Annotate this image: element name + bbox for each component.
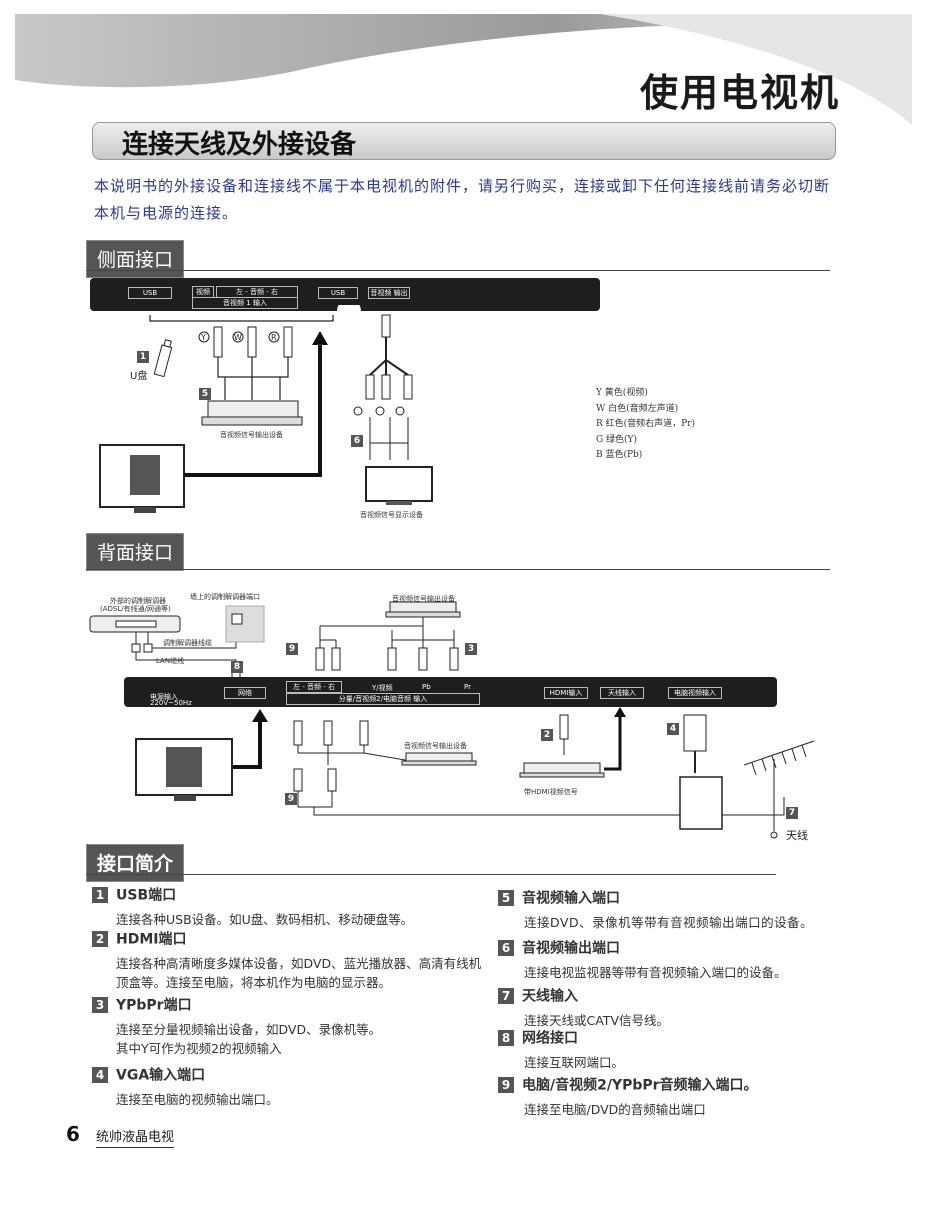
intro-paragraph: 本说明书的外接设备和连接线不属于本电视机的附件，请另行购买，连接或卸下任何连接线… — [94, 177, 831, 222]
hdmi-input-port: HDMI输入 — [544, 687, 588, 699]
network-port: 网络 — [224, 687, 266, 699]
item-antenna: 7 天线输入 连接天线或CATV信号线。 — [498, 985, 878, 1030]
header-swoosh — [15, 14, 912, 125]
item-number: 6 — [498, 939, 514, 956]
power-sub-label: 220V~50Hz — [150, 699, 192, 707]
item-title: 天线输入 — [522, 988, 578, 1005]
av-out-device-mid-label: 音视频信号输出设备 — [404, 742, 467, 750]
item-number: 3 — [92, 996, 108, 1013]
modem-cable-label: 调制解调器线缆 — [163, 639, 212, 647]
legend-w: W 白色(音频左声道) — [596, 403, 679, 414]
antenna-label: 天线 — [786, 829, 808, 842]
item-av-out: 6 音视频输出端口 连接电视监视器等带有音视频输入端口的设备。 — [498, 937, 878, 982]
callout-8: 8 — [231, 661, 243, 673]
item-title: 音视频输入端口 — [522, 890, 620, 907]
item-title: 音视频输出端口 — [522, 940, 620, 957]
item-pc-audio: 9 电脑/音视频2/YPbPr音频输入端口。 连接至电脑/DVD的音频输出端口 — [498, 1074, 878, 1119]
page-number: 6 — [66, 1122, 80, 1146]
component-input-label: 分量/音视频2/电脑音频 输入 — [286, 693, 480, 705]
item-number: 5 — [498, 889, 514, 906]
pb-label: Pb — [422, 683, 431, 691]
item-desc: 连接天线或CATV信号线。 — [524, 1012, 669, 1028]
legend-y: Y 黄色(视频) — [596, 388, 648, 398]
ext-modem-label: 外部的调制解调器 — [110, 597, 166, 605]
item-title: YPbPr端口 — [116, 997, 192, 1014]
divider — [86, 874, 776, 875]
item-number: 9 — [498, 1076, 514, 1093]
display-device-label: 音视频信号显示设备 — [360, 511, 423, 519]
callout-9: 9 — [286, 643, 298, 655]
section-title-bar — [92, 122, 836, 160]
antenna-input-port: 天线输入 — [600, 687, 644, 699]
page-title: 使用电视机 — [639, 71, 840, 115]
back-bottom-diagram — [135, 707, 815, 839]
section-title: 连接天线及外接设备 — [122, 130, 357, 160]
y-video-label: Y/视频 — [372, 684, 393, 692]
side-connection-diagram: Y W R — [99, 305, 433, 513]
callout-3: 3 — [465, 643, 477, 655]
legend-g: G 绿色(Y) — [596, 434, 638, 445]
callout-9b: 9 — [285, 793, 297, 805]
item-desc-2: 其中Y可作为视频2的视频输入 — [116, 1040, 282, 1056]
callout-7: 7 — [786, 807, 798, 819]
port-intro-heading: 接口简介 — [86, 844, 185, 882]
pr-label: Pr — [464, 683, 471, 691]
item-number: 7 — [498, 987, 514, 1004]
item-title: VGA输入端口 — [116, 1067, 206, 1084]
usb-port-2: USB — [318, 287, 358, 299]
callout-2: 2 — [541, 729, 553, 741]
item-desc: 连接各种USB设备。如U盘、数码相机、移动硬盘等。 — [116, 911, 414, 927]
divider — [86, 569, 830, 570]
item-title: HDMI端口 — [116, 931, 187, 948]
item-network: 8 网络接口 连接互联网端口。 — [498, 1027, 878, 1072]
item-number: 8 — [498, 1029, 514, 1046]
item-usb: 1 USB端口 连接各种USB设备。如U盘、数码相机、移动硬盘等。 — [92, 884, 482, 929]
side-ports-heading: 侧面接口 — [86, 240, 185, 278]
item-desc: 连接互联网端口。 — [524, 1054, 625, 1070]
item-desc: 连接电视监视器等带有音视频输入端口的设备。 — [524, 964, 787, 980]
wall-port-label: 墙上的调制解调器端口 — [190, 593, 260, 601]
plug-w-letter: W — [234, 333, 242, 342]
item-desc: 连接各种高清晰度多媒体设备，如DVD、蓝光播放器、高清有线机顶盒等。连接至电脑，… — [116, 955, 482, 990]
divider — [86, 270, 830, 271]
usb-port-1: USB — [128, 287, 172, 299]
udisk-label: U盘 — [130, 371, 148, 382]
back-top-diagram — [89, 601, 461, 680]
ext-modem-sub-label: (ADSL/有线通/网通等) — [100, 605, 171, 613]
item-number: 2 — [92, 930, 108, 947]
pc-video-input-port: 电脑视频输入 — [668, 687, 722, 699]
power-label: 电源输入 — [150, 693, 178, 701]
plug-y-letter: Y — [200, 333, 206, 342]
back-ports-heading: 背面接口 — [86, 533, 185, 571]
callout-1: 1 — [137, 351, 149, 363]
item-title: USB端口 — [116, 887, 177, 904]
av1-input-label: 音视频 1 输入 — [192, 297, 298, 309]
footer-brand: 统帅液晶电视 — [96, 1126, 175, 1148]
callout-6: 6 — [351, 435, 363, 447]
lan-cable-label: LAN缆线 — [156, 657, 185, 665]
item-desc: 连接至电脑的视频输出端口。 — [116, 1091, 279, 1107]
item-av-in: 5 音视频输入端口 连接DVD、录像机等带有音视频输出端口的设备。 — [498, 887, 878, 932]
legend-r: R 红色(音频右声道，Pr) — [596, 419, 696, 429]
item-number: 1 — [92, 886, 108, 903]
av-out-device-top-label: 音视频信号输出设备 — [392, 595, 455, 603]
item-vga: 4 VGA输入端口 连接至电脑的视频输出端口。 — [92, 1064, 482, 1109]
item-desc: 连接DVD、录像机等带有音视频输出端口的设备。 — [524, 914, 814, 930]
color-legend: Y 黄色(视频) W 白色(音频左声道) R 红色(音频右声道，Pr) G 绿色… — [596, 386, 695, 464]
back-audio-lr-label: 左 - 音频 - 右 — [286, 681, 342, 693]
item-ypbpr: 3 YPbPr端口 连接至分量视频输出设备，如DVD、录像机等。 其中Y可作为视频… — [92, 994, 482, 1058]
plug-r-letter: R — [271, 333, 277, 342]
item-number: 4 — [92, 1066, 108, 1083]
av-output-port: 音视频 输出 — [368, 287, 410, 299]
item-desc: 连接至电脑/DVD的音频输出端口 — [524, 1101, 706, 1117]
item-title: 电脑/音视频2/YPbPr音频输入端口。 — [522, 1077, 758, 1094]
hdmi-device-label: 带HDMI视频信号 — [524, 788, 578, 796]
callout-4: 4 — [667, 723, 679, 735]
legend-b: B 蓝色(Pb) — [596, 450, 643, 460]
item-desc: 连接至分量视频输出设备，如DVD、录像机等。 — [116, 1021, 382, 1037]
av-out-device-label: 音视频信号输出设备 — [220, 431, 283, 439]
item-title: 网络接口 — [522, 1030, 578, 1047]
item-hdmi: 2 HDMI端口 连接各种高清晰度多媒体设备，如DVD、蓝光播放器、高清有线机顶盒… — [92, 928, 482, 992]
callout-5: 5 — [199, 388, 211, 400]
